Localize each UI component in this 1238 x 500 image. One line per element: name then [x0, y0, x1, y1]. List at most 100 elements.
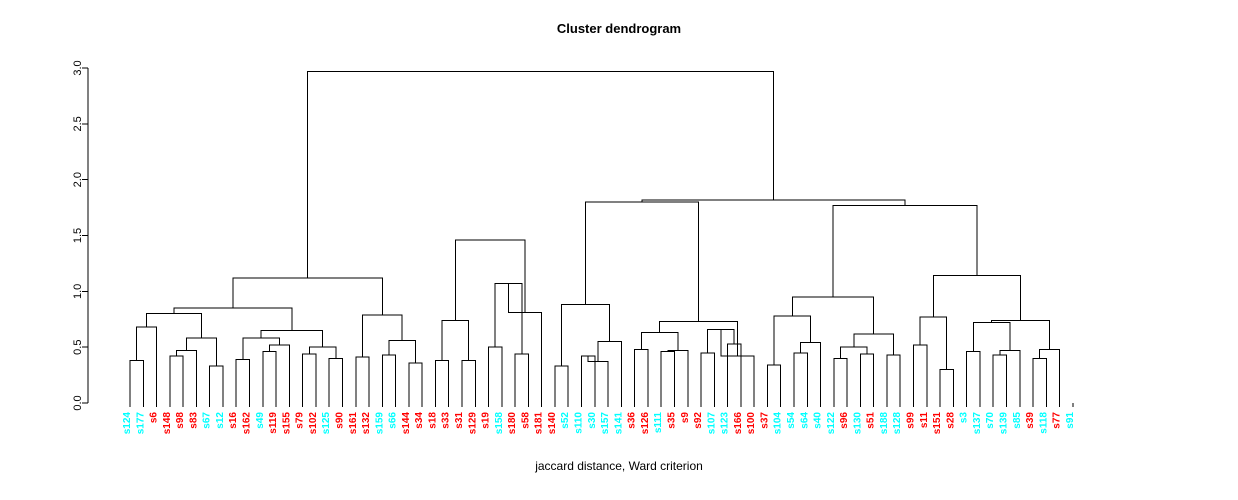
y-axis-tick-label: 2.5 [72, 116, 84, 131]
leaf-label: s118 [1038, 412, 1049, 434]
dendrogram-branch [641, 199, 906, 206]
dendrogram-branch [355, 356, 370, 403]
leaf-label: s85 [1012, 412, 1023, 429]
leaf-label: s157 [600, 412, 611, 435]
dendrogram-branch [242, 337, 280, 360]
dendrogram-branch [660, 351, 675, 403]
leaf-label: s79 [295, 412, 306, 429]
dendrogram-branch [441, 319, 470, 361]
dendrogram-branch [886, 354, 901, 403]
dendrogram-branch [388, 339, 417, 363]
dendrogram-branch [853, 333, 895, 355]
leaf-label: s66 [388, 412, 399, 429]
dendrogram-branch [700, 352, 715, 403]
leaf-label: s37 [759, 412, 770, 429]
dendrogram-branch [800, 342, 822, 403]
leaf-label: s31 [454, 412, 465, 429]
dendrogram-branch [832, 204, 978, 297]
dendrogram-branch [328, 357, 343, 403]
dendrogram-branch [514, 353, 529, 403]
leaf-label: s3 [959, 412, 970, 424]
dendrogram-branch [262, 351, 277, 403]
page-title: Cluster dendrogram [557, 21, 681, 36]
y-axis-tick-label: 0.5 [72, 340, 84, 355]
leaf-label: s104 [773, 412, 784, 435]
dendrogram-branch [667, 350, 689, 403]
dendrogram-branch [302, 353, 317, 403]
leaf-label: s110 [574, 412, 585, 434]
dendrogram-branch [791, 296, 875, 334]
leaf-label: s58 [520, 412, 531, 429]
dendrogram-branch [585, 201, 700, 322]
leaf-label: s100 [746, 412, 757, 435]
leaf-label: s158 [494, 412, 505, 435]
leaf-label: s28 [945, 412, 956, 429]
dendrogram-branch [136, 326, 158, 403]
dendrogram-branch [773, 315, 812, 366]
leaf-label: s159 [374, 412, 385, 435]
leaf-label: s18 [427, 412, 438, 429]
leaf-label: s9 [680, 412, 691, 424]
dendrogram-branch [597, 341, 622, 403]
dendrogram-branch [999, 350, 1021, 403]
leaf-label: s180 [507, 412, 518, 435]
leaf-label: s125 [321, 412, 332, 435]
leaf-label: s128 [892, 412, 903, 435]
leaf-label: s155 [281, 412, 292, 435]
leaf-label: s98 [175, 412, 186, 429]
dendrogram-branch [461, 360, 476, 403]
leaf-label: s30 [587, 412, 598, 429]
leaf-label: s51 [866, 412, 877, 429]
leaf-label: s151 [932, 412, 943, 435]
leaf-label: s92 [693, 412, 704, 429]
leaf-label: s70 [985, 412, 996, 429]
dendrogram-branch [919, 316, 948, 370]
leaf-label: s64 [799, 412, 810, 429]
leaf-label: s122 [826, 412, 837, 435]
y-axis-tick-label: 1.5 [72, 228, 84, 243]
leaf-label: s119 [268, 412, 279, 434]
dendrogram-branch [268, 344, 290, 403]
dendrogram-branch [169, 355, 184, 403]
dendrogram-branch [434, 360, 450, 403]
leaf-label: s83 [188, 412, 199, 429]
leaf-label: s67 [202, 412, 213, 429]
dendrogram-branch [793, 352, 808, 403]
leaf-label: s77 [1052, 412, 1063, 429]
dendrogram-branch [581, 355, 596, 403]
leaf-label: s161 [348, 412, 359, 435]
dendrogram-branch [939, 369, 954, 403]
leaf-label: s130 [852, 412, 863, 435]
leaf-label: s49 [255, 412, 266, 429]
dendrogram-branch [1032, 357, 1047, 403]
dendrogram-branch [913, 344, 928, 403]
leaf-label: s54 [786, 412, 797, 429]
leaf-label: s148 [162, 412, 173, 435]
dendrogram-branch [554, 365, 569, 403]
leaf-label: s12 [215, 412, 226, 429]
y-axis: 0.00.51.01.52.02.53.0 [72, 60, 89, 411]
dendrogram-branch [587, 356, 609, 403]
y-axis-tick-label: 1.0 [72, 284, 84, 299]
dendrogram-branch [932, 275, 1022, 321]
dendrogram-branch [991, 319, 1051, 350]
dendrogram-branch [175, 350, 197, 403]
leaf-label: s90 [334, 412, 345, 429]
leaf-label: s16 [228, 412, 239, 429]
leaf-label: s6 [149, 412, 160, 424]
leaf-label: s40 [813, 412, 824, 429]
leaf-label: s140 [547, 412, 558, 435]
dendrogram-branch [561, 304, 611, 367]
dendrogram-branch [839, 346, 868, 359]
leaf-label: s19 [481, 412, 492, 429]
dendrogram-branch [859, 353, 875, 403]
leaf-label: s102 [308, 412, 319, 435]
dendrogram-branches [129, 70, 1061, 403]
leaf-label: s124 [122, 412, 133, 435]
dendrogram-branch [640, 332, 679, 351]
leaf-label: s181 [534, 412, 545, 435]
leaf-label: s96 [839, 412, 850, 429]
leaf-label: s129 [467, 412, 478, 435]
